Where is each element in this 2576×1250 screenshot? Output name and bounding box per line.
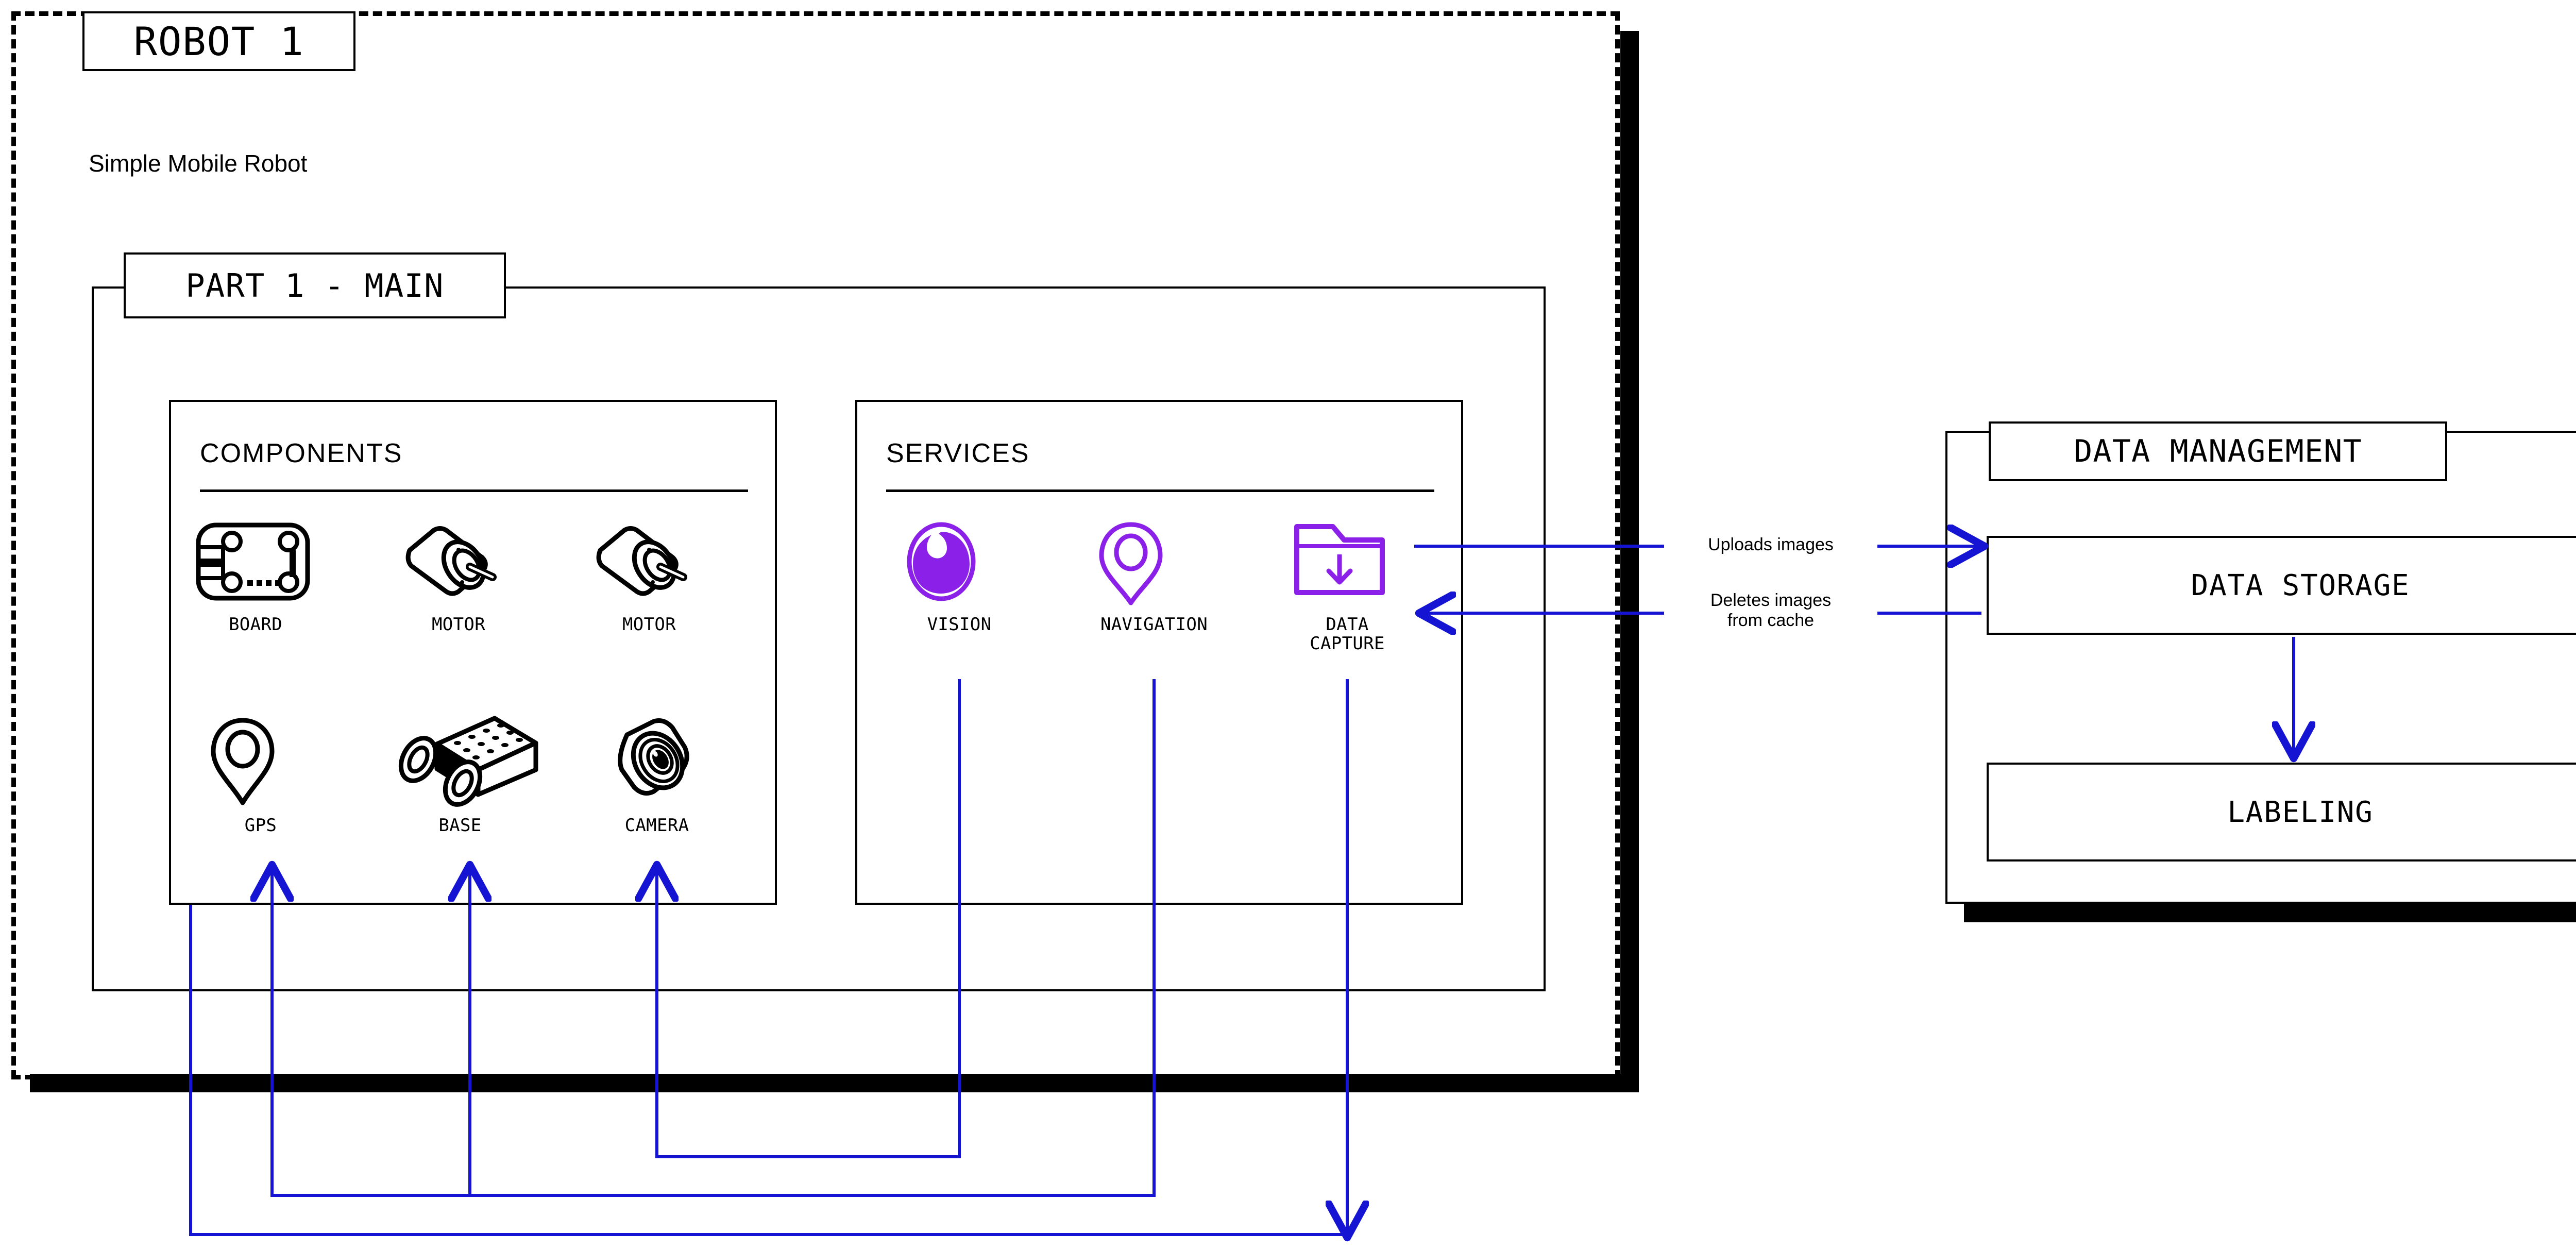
edge-label-deletes-images: Deletes images from cache xyxy=(1664,590,1877,631)
robot-title: ROBOT 1 xyxy=(133,18,304,64)
service-label: VISION xyxy=(927,614,992,635)
edge-data-capture-bus xyxy=(189,905,1347,1236)
labeling-label: LABELING xyxy=(2227,795,2374,829)
component-camera[interactable]: CAMERA xyxy=(600,716,714,835)
services-title: SERVICES xyxy=(886,438,1030,468)
services-card xyxy=(855,400,1463,905)
component-label: BASE xyxy=(438,815,482,836)
edge-vision-to-camera xyxy=(657,679,961,1158)
component-label: MOTOR xyxy=(622,614,676,635)
components-card xyxy=(169,400,777,905)
component-label: GPS xyxy=(244,815,277,836)
part-main-title: PART 1 - MAIN xyxy=(185,266,444,305)
service-label: DATA CAPTURE xyxy=(1310,614,1385,654)
component-gps[interactable]: GPS xyxy=(209,716,312,835)
service-vision[interactable]: VISION xyxy=(903,520,1016,634)
part-main-title-box: PART 1 - MAIN xyxy=(124,252,506,318)
components-title: COMPONENTS xyxy=(200,438,403,468)
service-navigation[interactable]: NAVIGATION xyxy=(1097,520,1211,634)
service-label: NAVIGATION xyxy=(1100,614,1208,635)
component-base[interactable]: BASE xyxy=(385,716,538,836)
component-board[interactable]: BOARD xyxy=(194,520,317,634)
services-divider xyxy=(886,489,1434,492)
robot-subtitle: Simple Mobile Robot xyxy=(89,150,308,177)
data-management-shadow-bottom xyxy=(1964,904,2576,922)
component-motor-2[interactable]: MOTOR xyxy=(587,520,711,634)
edge-label-uploads-images: Uploads images xyxy=(1664,535,1877,555)
data-management-title: DATA MANAGEMENT xyxy=(2074,433,2362,469)
robot-title-box: ROBOT 1 xyxy=(82,11,355,71)
data-management-title-box: DATA MANAGEMENT xyxy=(1989,421,2447,481)
data-storage-box[interactable]: DATA STORAGE xyxy=(1987,536,2576,635)
robot-container-shadow-right xyxy=(1620,31,1639,1092)
labeling-box[interactable]: LABELING xyxy=(1987,763,2576,862)
data-storage-label: DATA STORAGE xyxy=(2191,568,2410,602)
service-data-capture[interactable]: DATA CAPTURE xyxy=(1291,520,1404,653)
component-label: CAMERA xyxy=(624,815,689,836)
edge-navigation-to-gps xyxy=(272,679,1156,1197)
component-label: BOARD xyxy=(228,614,283,635)
components-divider xyxy=(200,489,748,492)
component-motor-1[interactable]: MOTOR xyxy=(397,520,520,634)
component-label: MOTOR xyxy=(431,614,486,635)
